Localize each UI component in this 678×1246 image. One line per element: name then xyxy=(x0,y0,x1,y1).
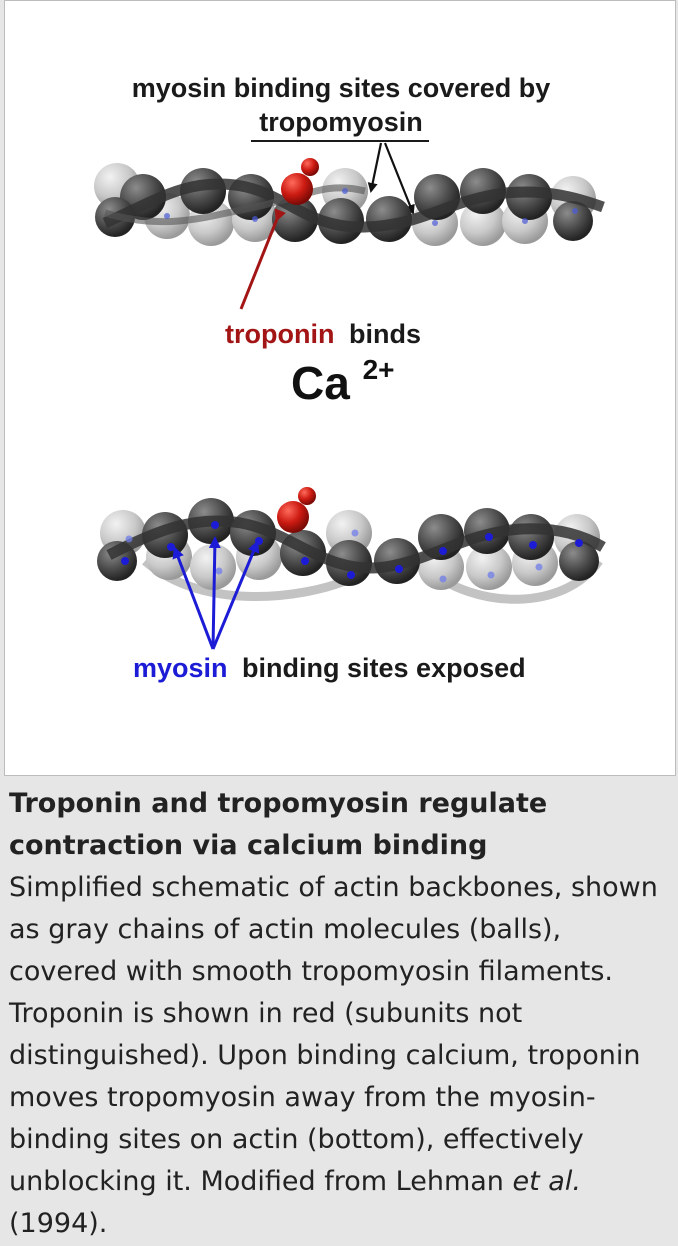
troponin-ball-top xyxy=(281,173,313,205)
top-label-line1: myosin binding sites covered by xyxy=(132,73,551,103)
troponin-ball-bottom xyxy=(277,501,309,533)
caption-body-end: (1994). xyxy=(9,1208,108,1239)
actin-filament-bottom xyxy=(97,487,606,604)
caption-body-italic: et al. xyxy=(512,1166,581,1197)
troponin-head-bottom xyxy=(298,487,316,505)
actin-diagram: myosin binding sites covered by tropomyo… xyxy=(94,73,606,683)
arrow-covered-2 xyxy=(383,142,415,215)
tropomyosin-filament-bottom xyxy=(106,515,606,574)
myosin-label: myosin xyxy=(133,653,228,683)
tropomyosin-filament-top xyxy=(102,178,605,233)
troponin-head-top xyxy=(301,158,319,176)
actin-filament-top xyxy=(94,158,605,246)
myosin-arrows xyxy=(172,536,260,650)
figure-panel: myosin binding sites covered by tropomyo… xyxy=(4,0,676,776)
svg-text:troponin binds: troponin binds xyxy=(225,319,421,349)
troponin-arrow xyxy=(239,208,286,310)
calcium-label: Ca 2+ xyxy=(291,354,395,409)
top-label-line2: tropomyosin xyxy=(259,107,423,137)
exposed-label: binding sites exposed xyxy=(242,653,526,683)
arrow-covered-1 xyxy=(367,142,383,193)
binds-label: binds xyxy=(349,319,421,349)
caption-title: Troponin and tropomyosin regulate contra… xyxy=(9,788,548,861)
caption-body: Simplified schematic of actin backbones,… xyxy=(9,872,658,1197)
figure-caption: Troponin and tropomyosin regulate contra… xyxy=(9,783,669,1245)
troponin-label: troponin xyxy=(225,319,334,349)
svg-text:myosin binding sites exp: myosin binding sites exposed xyxy=(133,653,526,683)
